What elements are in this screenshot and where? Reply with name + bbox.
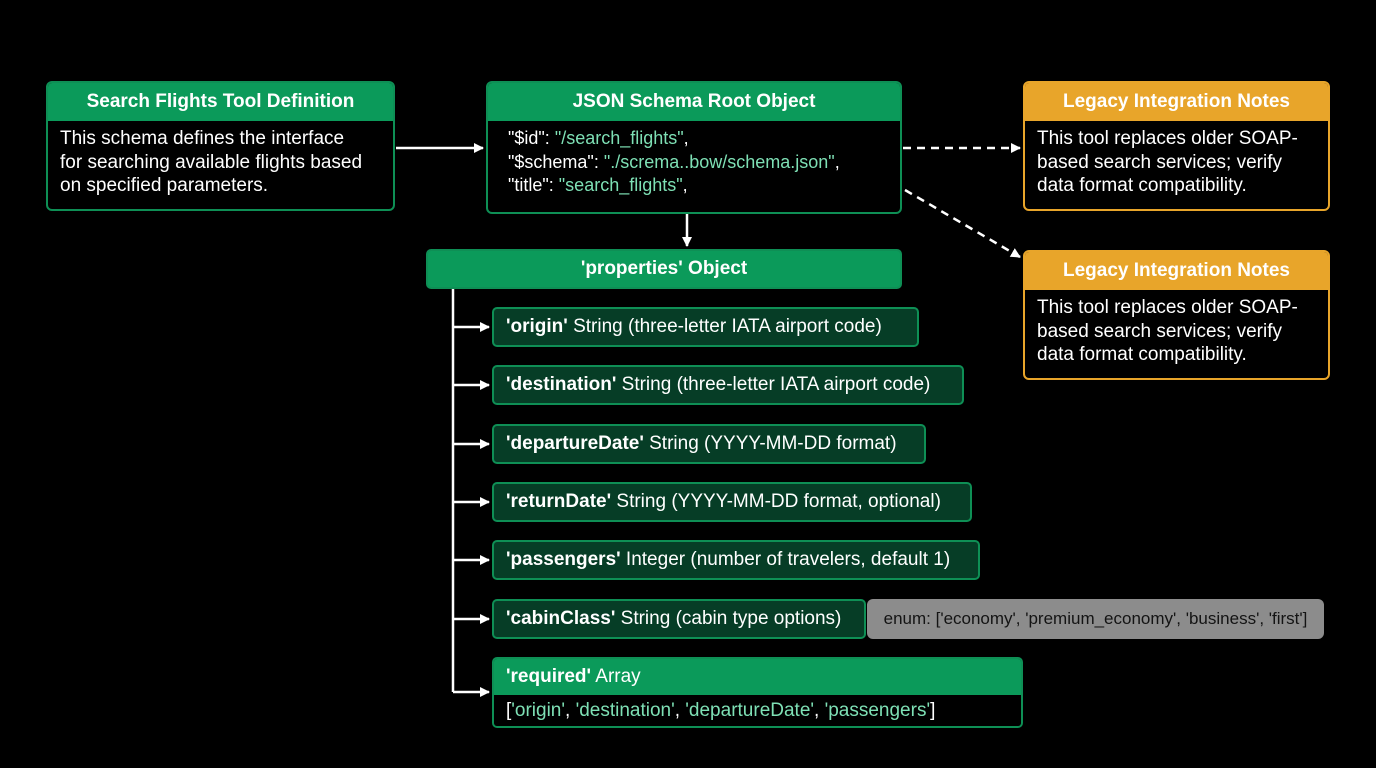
code-punct: , (834, 151, 840, 172)
legacy-notes-card: Legacy Integration Notes This tool repla… (1023, 81, 1330, 211)
property-return-date: 'returnDate' String (YYYY-MM-DD format, … (492, 482, 972, 522)
property-destination: 'destination' String (three-letter IATA … (492, 365, 964, 405)
code-punct: , (683, 128, 689, 148)
legacy-notes-card: Legacy Integration Notes This tool repla… (1023, 250, 1330, 380)
property-description: String (three-letter IATA airport code) (616, 374, 931, 395)
required-header: 'required' Array (494, 659, 1021, 695)
schema-schema-line: "$schema": "./screma..bow/schema.json", (500, 151, 888, 175)
code-value: "/search_flights" (554, 128, 684, 148)
properties-object-header: 'properties' Object (426, 249, 902, 289)
schema-root-title: JSON Schema Root Object (488, 83, 900, 121)
property-cabin-class: 'cabinClass' String (cabin type options) (492, 599, 866, 639)
legacy-notes-body: This tool replaces older SOAP- based sea… (1025, 290, 1328, 373)
property-name: 'departureDate' (506, 433, 644, 454)
required-value: 'origin' (511, 700, 566, 721)
property-passengers: 'passengers' Integer (number of traveler… (492, 540, 980, 580)
legacy-notes-line: This tool replaces older SOAP- (1037, 128, 1298, 149)
schema-root-card: JSON Schema Root Object "$id": "/search_… (486, 81, 902, 214)
arrow-root-to-legacy-2 (904, 188, 1021, 259)
code-key: "$schema": (508, 151, 604, 172)
code-key: "title": (508, 175, 559, 195)
property-name: 'returnDate' (506, 491, 612, 512)
property-name: 'origin' (506, 316, 568, 337)
code-value: "search_flights" (558, 175, 683, 195)
tool-definition-card: Search Flights Tool Definition This sche… (46, 81, 395, 211)
tool-definition-description: This schema defines the interface for se… (48, 121, 393, 204)
property-origin: 'origin' String (three-letter IATA airpo… (492, 307, 919, 347)
property-description: String (cabin type options) (615, 608, 842, 629)
legacy-notes-title: Legacy Integration Notes (1025, 252, 1328, 290)
required-value: 'passengers' (824, 700, 931, 721)
required-name: 'required' (506, 666, 592, 687)
required-value: 'departureDate' (685, 700, 815, 721)
legacy-notes-body: This tool replaces older SOAP- based sea… (1025, 121, 1328, 204)
legacy-notes-line: based search services; verify (1037, 151, 1282, 173)
code-punct: , (682, 175, 688, 195)
property-description: Integer (number of travelers, default 1) (620, 549, 951, 570)
legacy-notes-line: This tool replaces older SOAP- (1037, 297, 1298, 318)
tool-definition-line: This schema defines the interface (60, 128, 345, 149)
property-description: String (three-letter IATA airport code) (567, 316, 882, 337)
schema-root-code: "$id": "/search_flights", "$schema": "./… (488, 121, 900, 204)
property-description: String (YYYY-MM-DD format) (643, 433, 897, 454)
property-description: String (YYYY-MM-DD format, optional) (611, 491, 941, 512)
required-type: Array (591, 666, 641, 687)
required-array-box: 'required' Array ['origin', 'destination… (492, 657, 1023, 728)
property-name: 'destination' (506, 374, 617, 395)
legacy-notes-line: based search services; verify (1037, 320, 1282, 342)
legacy-notes-line: data format compatibility. (1037, 175, 1247, 196)
tool-definition-line: on specified parameters. (60, 175, 269, 196)
schema-title-line: "title": "search_flights", (500, 174, 888, 198)
schema-id-line: "$id": "/search_flights", (500, 127, 888, 151)
code-key: "$id": (508, 128, 555, 148)
required-values: ['origin', 'destination', 'departureDate… (494, 695, 1021, 726)
property-name: 'passengers' (506, 549, 621, 570)
code-value: "./screma..bow/schema.json" (603, 151, 835, 172)
cabin-class-enum-badge: enum: ['economy', 'premium_economy', 'bu… (867, 599, 1324, 639)
required-value: 'destination' (575, 700, 675, 721)
property-name: 'cabinClass' (506, 608, 616, 629)
tool-definition-line: for searching available flights based (60, 151, 363, 173)
property-departure-date: 'departureDate' String (YYYY-MM-DD forma… (492, 424, 926, 464)
legacy-notes-line: data format compatibility. (1037, 344, 1247, 365)
legacy-notes-title: Legacy Integration Notes (1025, 83, 1328, 121)
tool-definition-title: Search Flights Tool Definition (48, 83, 393, 121)
